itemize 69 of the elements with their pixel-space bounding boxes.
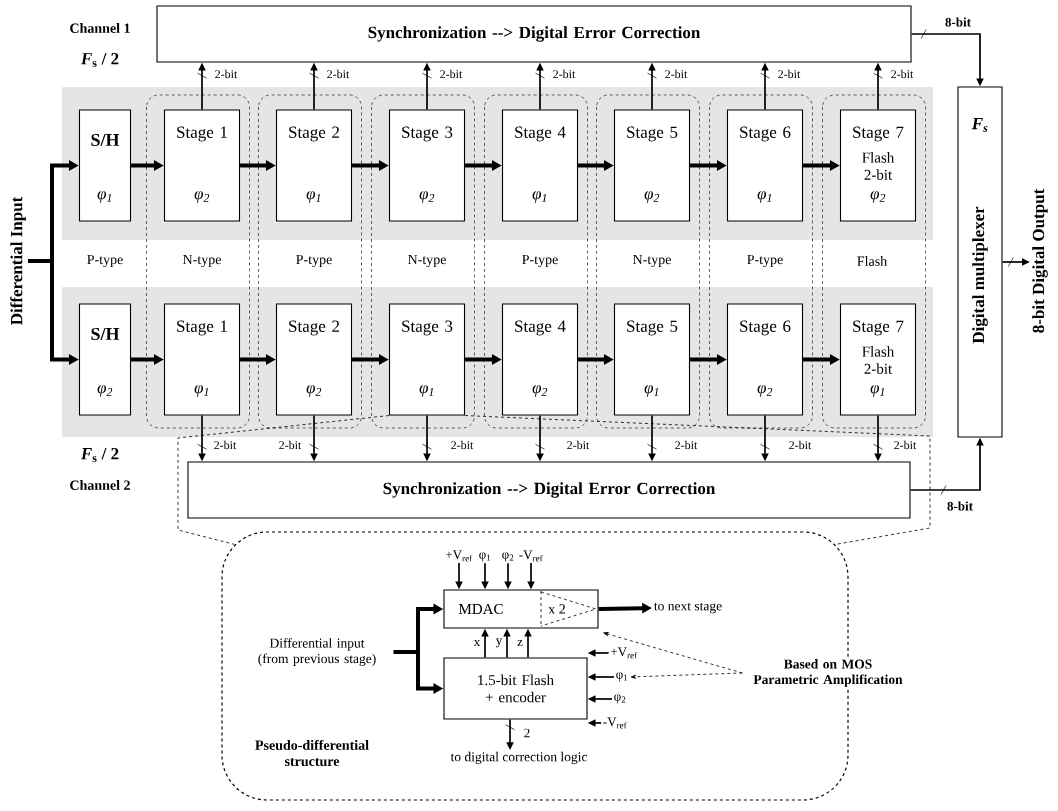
- edge-label: 2-bit: [787, 439, 813, 451]
- edge-label: 2-bit: [213, 68, 239, 80]
- stage-type-label: Flash: [857, 256, 887, 266]
- signal-label: +V$_{ref}$: [446, 550, 473, 562]
- edge-label: 2: [522, 727, 532, 739]
- signal-label: -V$_{ref}$: [603, 717, 627, 729]
- stage-type-label: N-type: [183, 254, 221, 268]
- input-label: Differential Input: [10, 196, 26, 325]
- signal-label: -V$_{ref}$: [519, 550, 543, 562]
- edge-label: 2-bit: [449, 439, 475, 451]
- output-label: 8-bit Digital Output: [1032, 188, 1048, 333]
- edge-label: 2-bit: [889, 68, 915, 80]
- stage-block: Stage 3 φ$_{1}$: [388, 303, 466, 416]
- flash-encoder-block: 1.5-bit Flash + encoder: [443, 657, 588, 720]
- signal-label: φ$_{2}$: [614, 694, 626, 704]
- processing-block: Synchronization --> Digital Error Correction: [187, 461, 911, 519]
- stage-block: Stage 5 φ$_{2}$: [613, 109, 691, 222]
- zoom-line: [177, 415, 390, 545]
- stage-block: Stage 1 φ$_{1}$: [163, 303, 241, 416]
- stage-block: Stage 3 φ$_{2}$: [388, 109, 466, 222]
- edge-label: y: [494, 637, 504, 649]
- stage-block: Stage 1 φ$_{2}$: [163, 109, 241, 222]
- edge-label: 2-bit: [673, 439, 699, 451]
- edge-label: x: [472, 639, 482, 647]
- stage-type-label: P-type: [296, 254, 332, 268]
- signal-label: φ$_{2}$: [502, 552, 514, 562]
- clock-label: F$_{s}$ / 2: [80, 448, 119, 462]
- stage-block: Stage 4 φ$_{1}$: [501, 109, 579, 222]
- edge-label: 8-bit: [944, 16, 972, 28]
- callout-label: Based on MOS Parametric Amplification: [742, 657, 914, 689]
- edge-label: 2-bit: [565, 439, 591, 451]
- output-label: to digital correction logic: [450, 751, 588, 765]
- stage-type-label: N-type: [632, 254, 671, 268]
- mdac-block: MDAC x 2: [443, 589, 599, 629]
- channel-label: Channel 2: [70, 480, 130, 490]
- stage-block: Stage 7 Flash 2-bit φ$_{2}$: [839, 109, 917, 222]
- zoom-line: [464, 415, 931, 545]
- edge-label: z: [516, 639, 524, 647]
- output-label: to next stage: [654, 602, 722, 614]
- stage-type-label: N-type: [408, 254, 446, 268]
- clock-label: F$_{s}$ / 2: [80, 53, 119, 67]
- edge-label: 2-bit: [892, 439, 918, 451]
- leader-line: [630, 672, 743, 679]
- stage-type-label: P-type: [522, 254, 558, 268]
- edge-label: 2-bit: [438, 68, 464, 80]
- processing-block: Synchronization --> Digital Error Correction: [156, 5, 912, 63]
- multiplexer-block: F$_{s}$ Digital multiplexer: [957, 86, 1003, 438]
- stage-block: Stage 7 Flash 2-bit φ$_{1}$: [839, 303, 917, 416]
- signal-label: φ$_{1}$: [479, 552, 491, 562]
- edge-label: 2-bit: [551, 68, 577, 80]
- stage-block: Stage 4 φ$_{2}$: [501, 303, 579, 416]
- edge-label: 2-bit: [277, 439, 303, 451]
- stage-type-label: P-type: [87, 254, 123, 268]
- stage-block: Stage 5 φ$_{1}$: [613, 303, 691, 416]
- stage-block: Stage 6 φ$_{2}$: [726, 303, 804, 416]
- stage-block: Stage 2 φ$_{1}$: [275, 109, 353, 222]
- stage-block: Stage 6 φ$_{1}$: [726, 109, 804, 222]
- stage-type-label: P-type: [747, 254, 783, 268]
- edge-label: 2-bit: [776, 68, 802, 80]
- edge-label: 2-bit: [663, 68, 689, 80]
- signal-label: φ$_{1}$: [616, 672, 628, 682]
- sample-hold-block: S/H φ$_{1}$: [78, 109, 132, 222]
- stage-block: Stage 2 φ$_{2}$: [275, 303, 353, 416]
- input-label: Differential input (from previous stage): [258, 638, 376, 666]
- edge-label: 2-bit: [212, 439, 238, 451]
- edge-label: 8-bit: [946, 500, 974, 512]
- channel-label: Channel 1: [70, 23, 130, 33]
- signal-label: +V$_{ref}$: [611, 647, 638, 659]
- edge-label: 2-bit: [325, 68, 351, 80]
